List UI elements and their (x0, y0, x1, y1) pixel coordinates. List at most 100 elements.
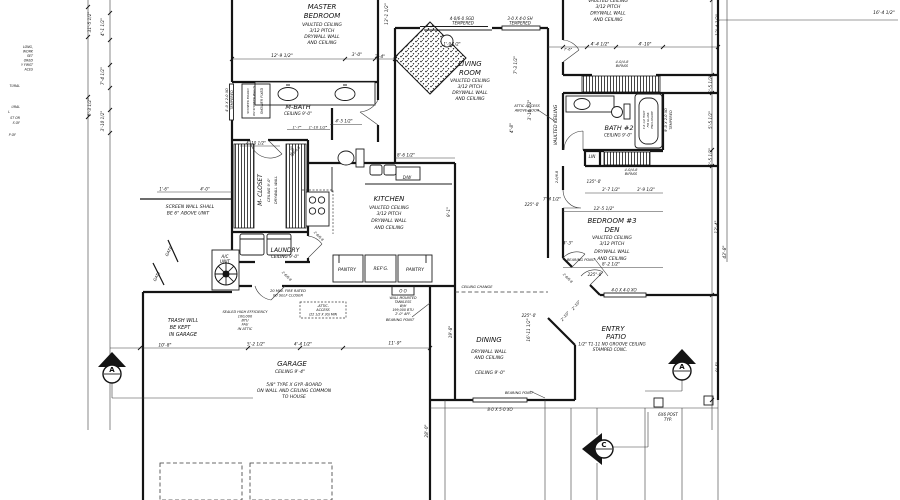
dim-1: 12'-9 1/2" (271, 53, 293, 59)
note-bearing-1: BEARING POINT (386, 318, 415, 322)
note-wh-3: W/H (400, 304, 407, 308)
win-sgd-2: TEMPERED (452, 21, 474, 26)
door-swings (249, 39, 604, 301)
washer (239, 233, 265, 256)
room-entry-4: STAMPED CONC. (593, 347, 628, 352)
dim-8: 4'-10" (638, 42, 651, 48)
ang-1: 135°-0' (587, 179, 602, 184)
win-dining: 8-0 X 5-0 XO (487, 407, 512, 412)
win-bath2-1: 9'-0 X 2-0 XO (664, 108, 668, 132)
room-master-3: VAULTED CEILING (302, 22, 342, 28)
ang-3: 225°-0' (588, 272, 603, 277)
mbath-sink-1 (277, 87, 299, 101)
dim-3: 2'-4" (375, 54, 385, 60)
lbl-lin: LIN (589, 154, 597, 159)
room-entry-2: PATIO (606, 333, 626, 341)
win-sgd-1: 4-0/6-0 SGD (450, 16, 474, 21)
dim-4: 13'-1 1/2" (384, 3, 390, 25)
dim-32: 4'-5 1/2" (335, 119, 352, 124)
room-entry-1: ENTRY (601, 325, 625, 333)
room-master-4: 3/12 PITCH (310, 28, 335, 34)
dim-33: 4'-10 1/2" (246, 141, 266, 146)
note-fau-2: 100,000 (238, 315, 253, 319)
door-sz-4: 2-6/6-8 (281, 271, 293, 283)
attic-access-box (299, 301, 347, 319)
mbath-toilet (337, 150, 355, 166)
note-shower-3: SHOWER FIXED (260, 87, 264, 114)
dim-26: 2'-10" (570, 299, 581, 311)
door-sz-3: 2-8/6-8 (562, 273, 574, 285)
dimension-lines (85, 0, 898, 500)
note-gyp-2: ON WALL AND CEILING COMMON (257, 388, 332, 394)
dim-14: 5'-5 1/2" (708, 111, 713, 129)
note-fau-1: SEALED HIGH EFFICIENCY (222, 310, 268, 314)
note-wh-1: WALL MOUNTED (389, 296, 416, 300)
tankless-wh-box (391, 285, 415, 296)
note-gyp-1: 5/8" TYPE X GYP.-BOARD (266, 382, 322, 388)
door-sz-2: 2-0/6-8 (555, 170, 559, 183)
win-mbath-2: TEMPERED (230, 90, 234, 110)
section-letter-a-right: A (679, 363, 685, 371)
lbl-refg: REF'G. (373, 266, 388, 272)
room-bed2-1: VAULTED CEILING (588, 0, 628, 4)
dim-20: 3'-9 1/2" (637, 187, 655, 192)
dim-44: 31'-5 1/2" (87, 12, 92, 33)
dim-21: 7'-4 1/2" (543, 197, 561, 202)
kitchen-sink-2 (383, 164, 397, 176)
room-garage-1: GARAGE (277, 360, 307, 368)
note-fau-3: BTU (241, 319, 249, 323)
room-living-3: VAULTED CEILING (450, 78, 490, 84)
fixtures (211, 21, 714, 408)
note-gate-2: GATE (152, 270, 162, 282)
ac-unit (211, 249, 240, 291)
bath2-toilet (611, 106, 623, 118)
shower (241, 83, 271, 119)
note-wh-5: 2'-0" AFF. (395, 312, 411, 316)
dim-16: 12'-4" (714, 220, 720, 233)
room-bed2-2: 3/12 PITCH (596, 4, 621, 10)
dim-37: 5'-2 1/2" (247, 342, 265, 347)
win-bath2-2: TEMPERED (669, 110, 673, 130)
note-attic-1: -ATTIC- (317, 304, 330, 308)
dim-29: 9'-1" (446, 207, 451, 217)
window-dining (472, 397, 528, 403)
fridge (364, 254, 397, 283)
note-trash-3: IN GARAGE (169, 332, 198, 338)
win-bed3: 4-0 X 4-0 XO (611, 288, 636, 293)
bed3-wardrobe (603, 151, 651, 166)
door-bipass2-2: BIPASS (625, 172, 638, 176)
win-sh-1: 3-0 X 4-0 SH (507, 16, 532, 21)
note-tub-3: ENCLOSURE (650, 111, 654, 129)
window-mbath (229, 83, 234, 121)
door-bipass1-2: BIPASS (616, 64, 629, 68)
dim-41: 19'-8" (448, 326, 453, 339)
room-living-6: AND CEILING (454, 96, 485, 102)
room-dining-3: AND CEILING (473, 355, 504, 361)
note-wh-0: O O (399, 289, 407, 294)
bath2-toilet-tank (623, 103, 631, 120)
garage-door-1 (159, 462, 243, 500)
dim-39: 11'-9" (388, 341, 401, 347)
room-master-5: DRYWALL WALL (304, 34, 340, 40)
note-post-1: 6X6 POST (658, 412, 678, 417)
note-attic-3: (22 1/2 X 30) MIN (309, 313, 338, 317)
dim-24: 4'-3" (563, 241, 573, 246)
note-bearing-3: BEARING POINT (505, 391, 534, 395)
dim-23: 8'-2 1/2" (602, 262, 620, 267)
dim-10: 3'-10 1/2" (527, 100, 532, 121)
dim-47: 5'-3 1/2" (87, 98, 92, 116)
lbl-pantry-2: PANTRY (406, 267, 425, 273)
note-tub-2: FIB GLASS (646, 112, 650, 127)
section-letter-a-left: A (109, 366, 115, 374)
note-attic-2: ACCESS (315, 308, 330, 312)
room-kitchen-2: VAULTED CEILING (369, 205, 409, 211)
room-living-1: LIVING (458, 60, 482, 68)
room-bed2-3: DRYWALL WALL (590, 11, 626, 17)
dim-18: 16'-4 1/2" (873, 10, 895, 16)
room-kitchen-3: 3/12 PITCH (377, 211, 402, 217)
bath2-tub (634, 93, 663, 149)
post-2 (703, 395, 714, 406)
note-fau-4: FAU (242, 323, 249, 327)
room-bed3-5: DRYWALL WALL (594, 249, 630, 255)
